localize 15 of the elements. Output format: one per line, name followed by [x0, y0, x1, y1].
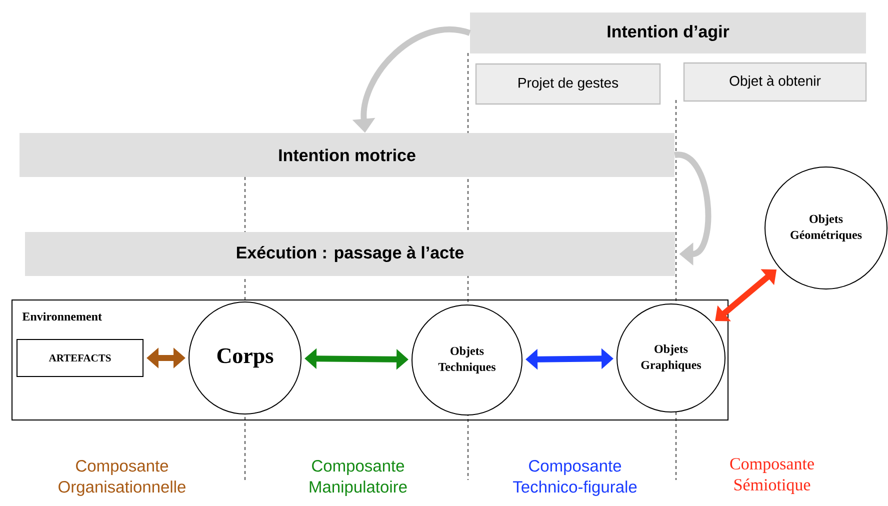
circle-node: Objets Techniques — [412, 304, 522, 416]
arrow — [674, 152, 712, 266]
circle-node: Corps — [188, 302, 302, 414]
label-box: Projet de gestes — [475, 63, 661, 105]
title-band: Intention d’agir — [470, 12, 866, 54]
component-label: Composante Manipulatoire — [310, 460, 407, 496]
label-box: ARTEFACTS — [16, 339, 144, 377]
circle-node: Objets Graphiques — [616, 304, 726, 412]
component-label: Composante Technico-figurale — [513, 460, 637, 496]
component-label: Composante Organisationnelle — [58, 460, 186, 496]
title-band: Exécution : passage à l’acte — [25, 232, 675, 276]
title-band: Intention motrice — [20, 133, 674, 177]
label-box: Objet à obtenir — [683, 62, 867, 102]
component-label: Composante Sémiotique — [730, 458, 814, 494]
circle-node: Objets Géométriques — [764, 166, 888, 290]
